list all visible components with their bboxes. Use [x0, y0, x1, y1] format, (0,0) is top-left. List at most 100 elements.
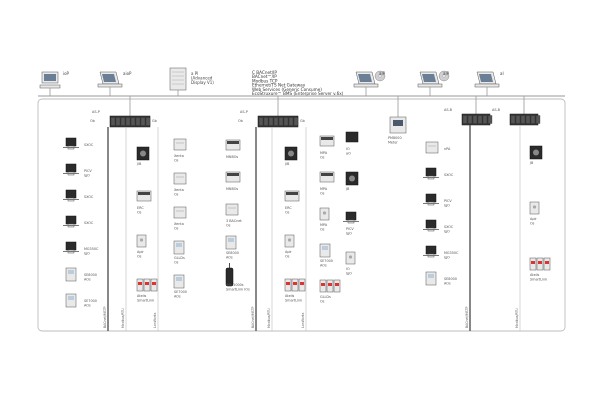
- top-device-pc1[interactable]: ioP: [39, 71, 70, 96]
- top-device-pc4[interactable]: aIP: [417, 70, 450, 96]
- column2-device[interactable]: JiB: [136, 146, 150, 166]
- cd-hole-icon: [378, 74, 382, 78]
- top-device-pc2[interactable]: aioP: [97, 71, 132, 96]
- top-device-pc5[interactable]: aI: [474, 71, 504, 96]
- breaker-toggle-icon: [138, 282, 142, 285]
- actuator-icon: [425, 193, 437, 203]
- bus-label: BACnet/MSTP: [465, 306, 469, 328]
- column7-device[interactable]: JB: [345, 171, 359, 191]
- breaker-toggle-icon: [152, 282, 156, 285]
- protocol-item: C BACnet/IP: [252, 70, 277, 75]
- device-label: JiB: [284, 162, 290, 166]
- io-module-icon: [125, 117, 131, 126]
- top-device-label: aIP: [443, 71, 450, 76]
- controller-sub: Gb: [300, 119, 305, 123]
- column8-device[interactable]: SXOC: [423, 167, 454, 180]
- bus-label: Modbus/RTU: [121, 308, 125, 328]
- controller-sub: Gb: [152, 119, 157, 123]
- column4-device[interactable]: MNBOs: [225, 139, 241, 159]
- column5-device[interactable]: JiB: [284, 146, 298, 166]
- terminal-strip-icon: [321, 173, 333, 176]
- controller-module-icon: [319, 171, 335, 183]
- top-device-pc3[interactable]: aIP: [353, 70, 386, 96]
- column1-device[interactable]: SXOC: [63, 215, 94, 228]
- io-module-icon: [145, 117, 151, 126]
- actuator-icon: [65, 215, 77, 225]
- sensor-dot-icon: [322, 211, 327, 215]
- cd-hole-icon: [442, 74, 446, 78]
- meter-screen-icon: [393, 120, 403, 126]
- controller-as4[interactable]: AS-B: [492, 96, 541, 126]
- io-module-icon: [530, 115, 536, 124]
- actuator-icon: [345, 211, 357, 221]
- controller-label: Ob: [90, 119, 95, 123]
- column1-device[interactable]: SXOC: [63, 137, 94, 150]
- breaker-toggle-icon: [321, 283, 325, 286]
- laptop-screen-icon: [422, 74, 436, 82]
- column9-device[interactable]: JB: [529, 145, 543, 165]
- column4-device[interactable]: MNBOs: [225, 171, 241, 191]
- io-module-icon: [258, 117, 264, 126]
- column1-device[interactable]: SXOC: [63, 189, 94, 202]
- site-enclosure: [37, 98, 566, 332]
- dial-icon: [533, 149, 539, 156]
- breaker-toggle-icon: [293, 282, 297, 285]
- device-label: MNBOs: [226, 187, 238, 191]
- column8-device[interactable]: nPA: [425, 141, 451, 154]
- io-module-icon: [110, 117, 116, 126]
- io-module-icon: [273, 117, 279, 126]
- actuator-icon: [425, 245, 437, 255]
- controller-as3[interactable]: AS-B: [444, 96, 493, 126]
- laptop-screen-icon: [102, 74, 116, 82]
- device-label: nPA: [444, 147, 451, 151]
- sensor-dot-icon: [287, 238, 292, 242]
